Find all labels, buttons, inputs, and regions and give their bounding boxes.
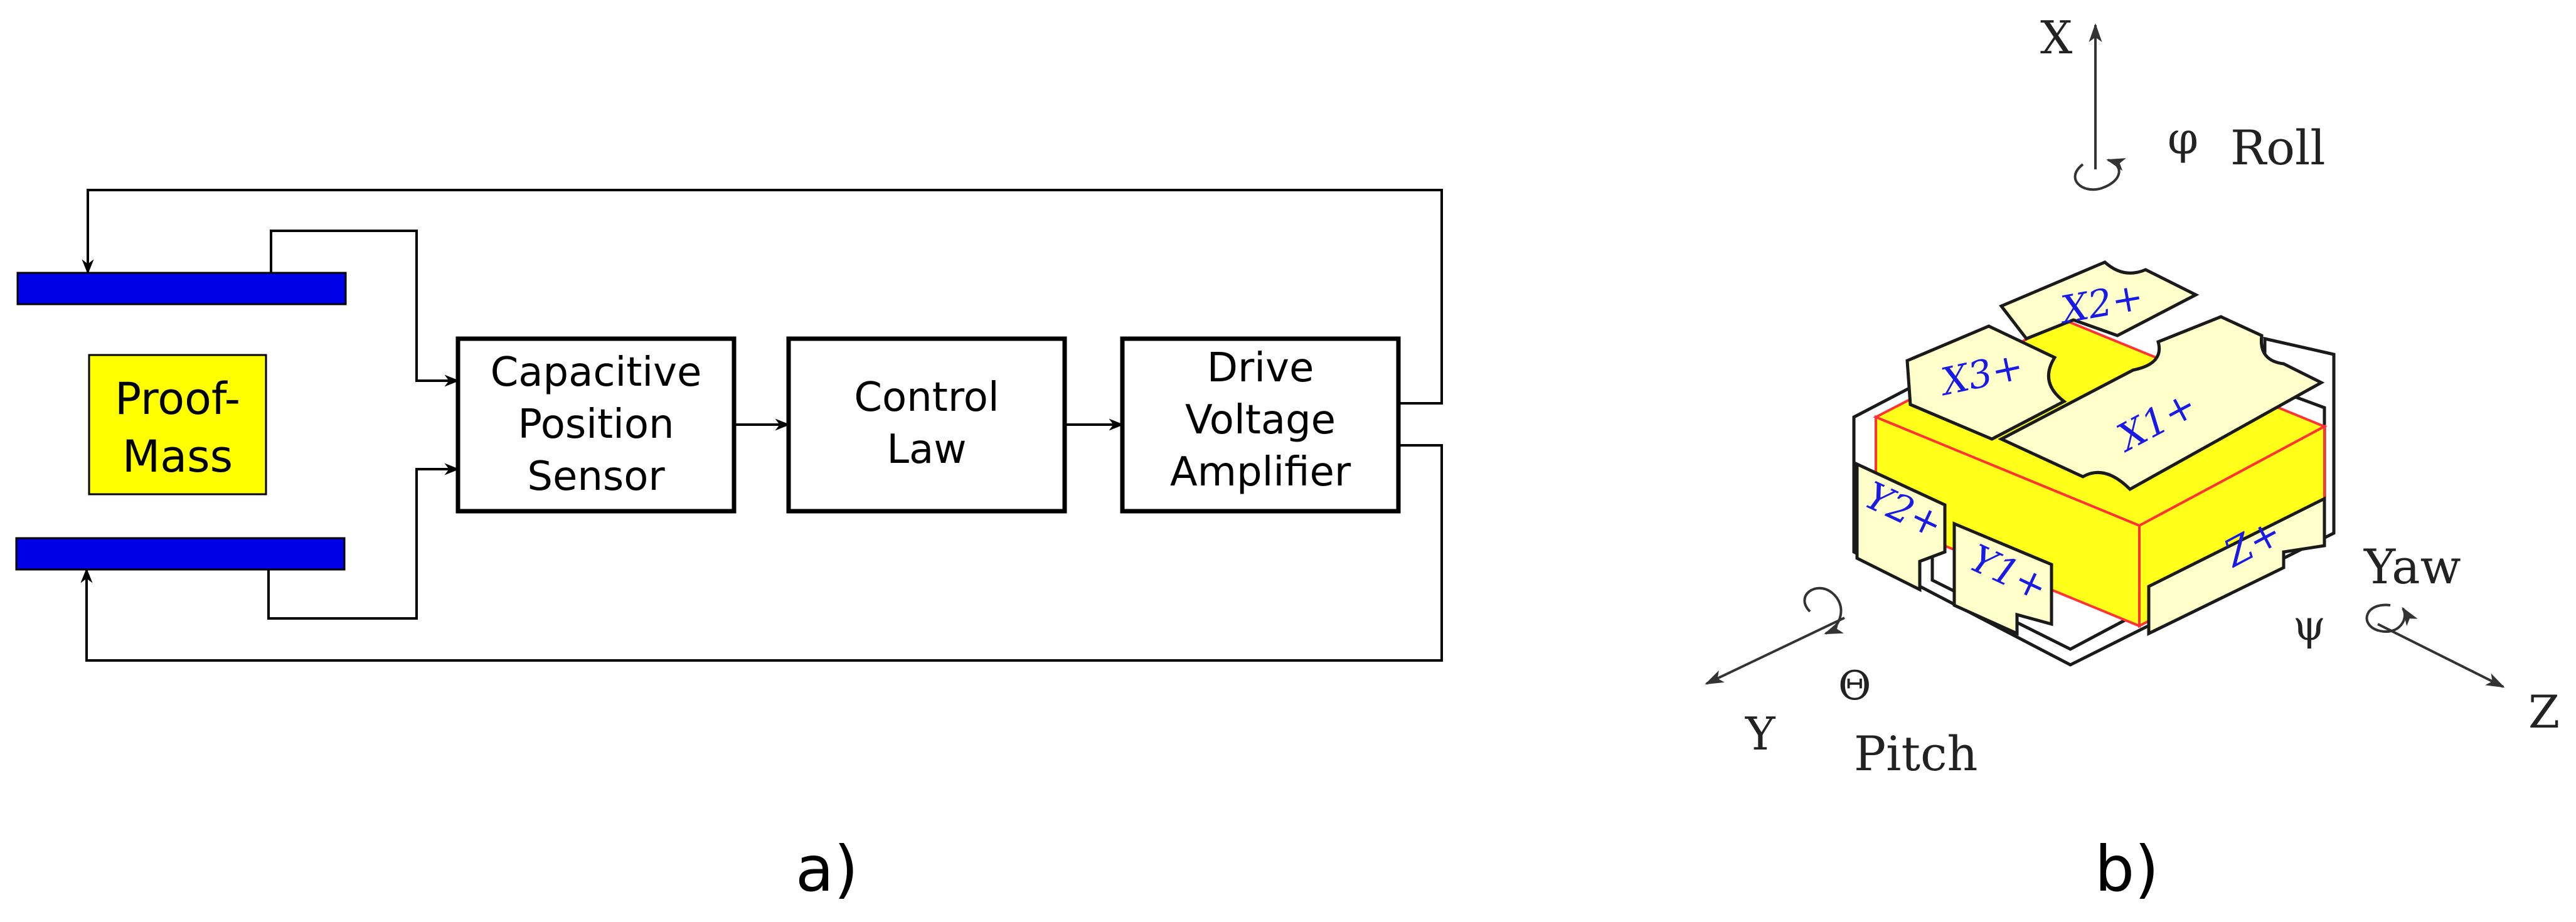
electrode-y2-pad <box>1855 462 1947 593</box>
amplifier-label-line2: Voltage <box>1185 397 1336 443</box>
sensor-label-line3: Sensor <box>527 453 665 500</box>
roll-rotation-arrow <box>2073 158 2126 191</box>
yaw-rotation-arrow <box>2365 603 2418 633</box>
control-law-label-line2: Law <box>886 427 966 473</box>
pitch-rotation-arrow <box>1803 586 1844 635</box>
sensor-label-line1: Capacitive <box>491 349 702 396</box>
proof-mass-box <box>88 354 267 495</box>
electrode-z-pad <box>2147 495 2326 637</box>
panel-b-electrode-layout: X φ Roll X1+ X2+ X3+ Y1+ Y2+ Z+ Θ Y Pitc… <box>1705 11 2560 906</box>
control-law-block <box>786 336 1067 514</box>
top-electrode-plate <box>16 272 347 305</box>
top-plate-to-sensor-line <box>270 230 460 387</box>
capacitive-position-sensor-block <box>455 336 737 514</box>
panel-a-block-diagram: Proof- Mass Capacitive Position Sensor C… <box>15 189 1443 906</box>
amplifier-to-bottom-plate-line <box>80 444 1443 662</box>
amplifier-label-line3: Amplifier <box>1170 449 1351 495</box>
electrode-x1-pad <box>1998 315 2325 492</box>
roll-label: Roll <box>2230 120 2326 176</box>
electrode-x3-pad <box>1905 324 2067 441</box>
amplifier-to-top-plate-line <box>82 189 1443 405</box>
sensor-label-line2: Position <box>518 401 674 448</box>
pitch-label: Pitch <box>1854 726 1978 782</box>
electrode-x2-pad <box>1999 260 2200 341</box>
psi-symbol: ψ <box>2293 601 2326 650</box>
bottom-electrode-plate <box>15 537 346 571</box>
proof-mass-label-line2: Mass <box>122 431 233 482</box>
phi-symbol: φ <box>2168 113 2198 164</box>
y-axis-arrow <box>1705 617 1845 685</box>
amplifier-label-line1: Drive <box>1207 345 1314 391</box>
electrode-y1-pad <box>1952 521 2053 636</box>
panel-b-caption: b) <box>2095 832 2159 906</box>
theta-symbol: Θ <box>1838 663 1871 709</box>
proof-mass-label-line1: Proof- <box>115 373 240 425</box>
bottom-plate-to-sensor-line <box>267 463 460 620</box>
panel-a-caption: a) <box>796 832 858 906</box>
z-axis-label: Z <box>2528 686 2560 738</box>
z-axis-arrow <box>2377 623 2505 688</box>
y-axis-label: Y <box>1745 707 1776 760</box>
yaw-label: Yaw <box>2363 539 2461 595</box>
control-law-label-line1: Control <box>854 374 999 421</box>
x-axis-label: X <box>2040 11 2072 64</box>
drive-voltage-amplifier-block <box>1120 336 1401 514</box>
